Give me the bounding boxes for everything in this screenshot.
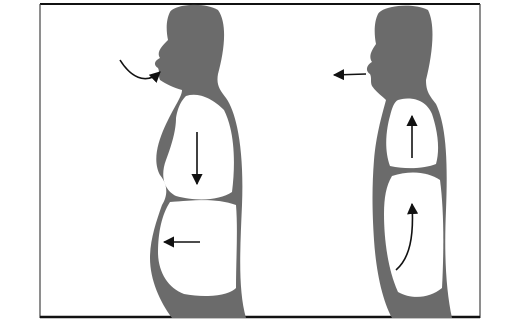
left-figure-inhale [0,0,246,318]
right-figure-exhale [334,6,452,318]
exhale-air-arrow-icon [334,74,366,75]
left-belly-cavity [158,200,237,296]
right-belly-cavity [384,173,443,297]
inhale-air-arrow-icon [120,60,160,79]
